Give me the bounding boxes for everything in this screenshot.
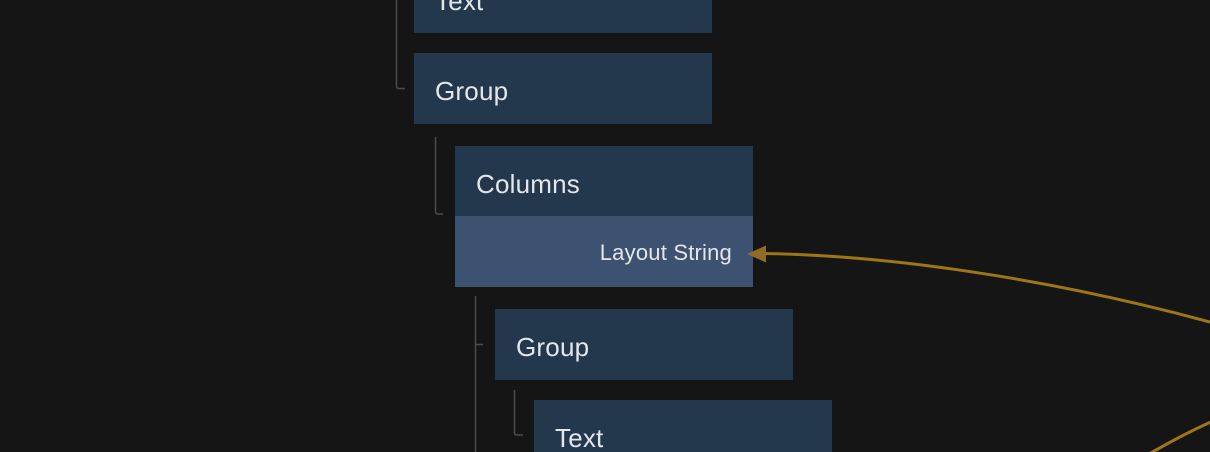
node-text-1[interactable]: Text (414, 0, 712, 33)
node-group-1-label: Group (435, 76, 509, 106)
tree-line-to-group-1 (395, 0, 405, 90)
node-columns-header[interactable]: Columns (455, 146, 753, 216)
wire-to-layout-string[interactable] (747, 245, 1210, 324)
node-group-2[interactable]: Group (495, 309, 793, 380)
node-group-2-label: Group (516, 332, 590, 362)
input-port-layout-string-label: Layout String (599, 239, 732, 265)
tree-line-to-text-2 (513, 390, 523, 436)
input-port-layout-string[interactable]: Layout String (455, 216, 753, 287)
wire-offscreen-bottom[interactable] (1149, 420, 1210, 452)
node-group-1[interactable]: Group (414, 53, 712, 124)
wire-to-layout-string-path[interactable] (761, 252, 1210, 324)
node-text-2[interactable]: Text (534, 400, 832, 452)
node-text-1-label: Text (435, 0, 484, 16)
node-columns[interactable]: Columns Layout String (455, 146, 753, 287)
node-text-2-label: Text (555, 422, 604, 452)
tree-line-to-columns (434, 137, 443, 215)
node-columns-label: Columns (476, 168, 580, 199)
